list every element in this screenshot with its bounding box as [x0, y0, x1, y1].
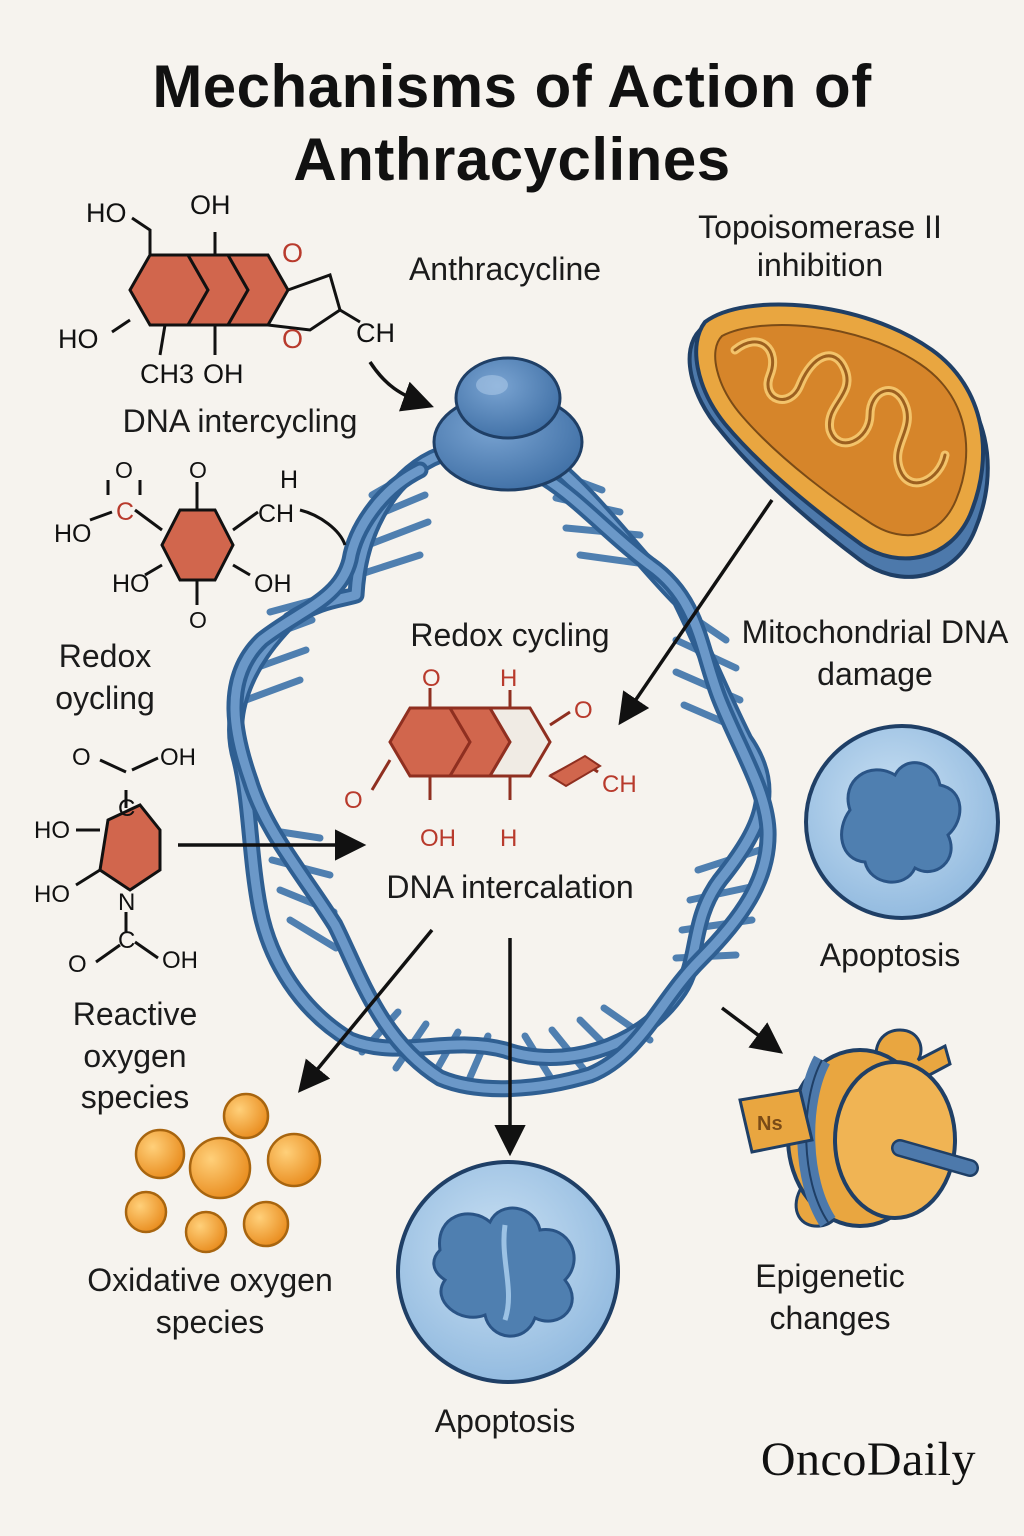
molecule-atom-label: O	[189, 607, 207, 633]
label-apoptosis-bottom: Apoptosis	[434, 1403, 576, 1439]
label-redox-oycling: Redox oycling	[55, 638, 155, 716]
molecule-atom-label: CH3	[140, 359, 194, 389]
molecule-atom-label: O	[189, 457, 207, 483]
label-mitochondrial-dna-damage: Mitochondrial DNA damage	[741, 614, 1009, 692]
topoisomerase-enzyme	[432, 356, 584, 492]
molecule-atom-label: HO	[34, 881, 70, 908]
arrow-center-to-spheres	[297, 928, 434, 1093]
pathway-arrows	[178, 361, 784, 1157]
molecule-center-structure: O H O O OH H CH	[344, 665, 637, 852]
label-redox-cycling: Redox cycling	[410, 617, 610, 653]
oxidative-spheres	[124, 1092, 322, 1254]
molecule-atom-label: H	[500, 665, 517, 692]
arrow-mito-to-center	[618, 499, 774, 726]
molecule-atom-label: OH	[254, 570, 292, 598]
dna-strand-b-highlight	[230, 465, 773, 1094]
molecule-atom-label: HO	[86, 198, 127, 228]
molecule-atom-label: H	[500, 825, 517, 852]
molecule-atom-label: O	[574, 697, 593, 724]
label-reactive-oxygen-species: Reactive oxygen species	[72, 996, 198, 1116]
dna-strand-b	[226, 461, 777, 1098]
arrow-molecule-to-enzyme	[368, 361, 434, 412]
molecule-atom-label: C	[118, 927, 135, 954]
histone-tag-text: Ns	[757, 1113, 783, 1135]
molecule-atom-label: OH	[190, 190, 231, 220]
molecule-quinone-structure: O O H HO C CH HO OH O	[54, 457, 347, 633]
molecule-atom-label: O	[422, 665, 441, 692]
molecule-atom-label: O	[282, 238, 303, 268]
label-epigenetic-changes: Epigenetic changes	[755, 1258, 905, 1336]
molecule-atom-label: OH	[203, 359, 244, 389]
molecule-atom-label: O	[68, 951, 87, 978]
oncodaily-logo: OncoDaily	[760, 1433, 976, 1486]
apoptotic-cell-right	[804, 724, 1000, 920]
molecule-atom-label: O	[115, 457, 133, 483]
molecule-atom-label: O	[282, 324, 303, 354]
molecule-atom-label: O	[72, 744, 91, 771]
molecule-atom-label: HO	[112, 570, 150, 598]
label-dna-intercycling: DNA intercycling	[122, 403, 358, 439]
molecule-atom-label: HO	[54, 520, 92, 548]
molecule-atom-label: OH	[160, 744, 196, 771]
label-dna-intercalation: DNA intercalation	[386, 869, 634, 905]
label-apoptosis-right: Apoptosis	[819, 937, 961, 973]
nucleosome-epigenetic: Ns	[738, 1028, 979, 1228]
molecule-pyridine-structure: O OH C HO HO N C O OH	[34, 744, 198, 978]
molecule-atom-label: OH	[162, 947, 198, 974]
molecule-atom-label: C	[118, 795, 135, 822]
mitochondrion	[687, 302, 990, 579]
molecule-atom-label: C	[116, 498, 134, 526]
apoptotic-cell-bottom	[396, 1160, 620, 1384]
molecule-atom-label: N	[118, 889, 135, 916]
molecule-atom-label: OH	[420, 825, 456, 852]
label-anthracycline: Anthracycline	[408, 251, 602, 287]
molecule-atom-label: HO	[34, 817, 70, 844]
page-title: Mechanisms of Action of Anthracyclines	[152, 53, 872, 194]
molecule-atom-label: CH	[258, 500, 294, 528]
molecule-atom-label: CH	[356, 318, 395, 348]
molecule-atom-label: CH	[602, 771, 637, 798]
arrow-ring-to-epigenetic	[720, 1006, 784, 1054]
label-topoisomerase-inhibition: Topoisomerase II inhibition	[698, 209, 942, 284]
label-oxidative-oxygen-species: Oxidative oxygen species	[87, 1262, 333, 1340]
molecule-anthracycline-structure: HO OH O O HO CH CH3 OH	[58, 190, 395, 389]
molecule-atom-label: HO	[58, 324, 99, 354]
molecule-atom-label: H	[280, 466, 298, 494]
molecule-atom-label: O	[344, 787, 363, 814]
